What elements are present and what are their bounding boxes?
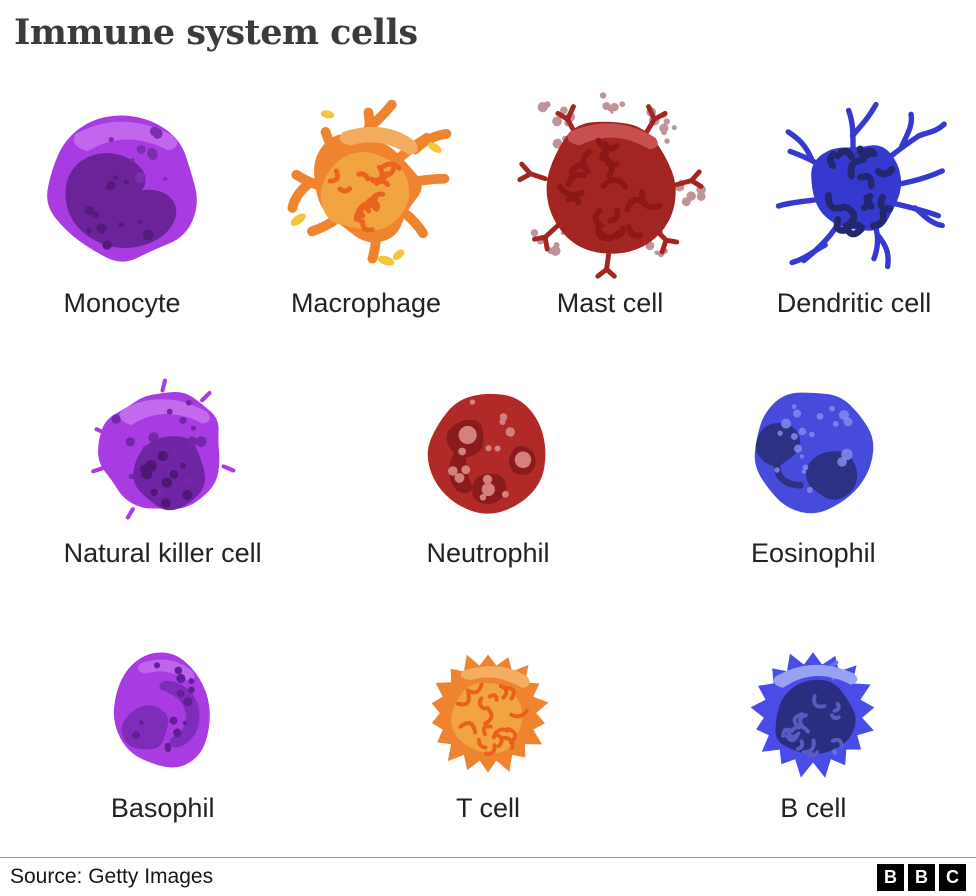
basophil-illustration xyxy=(113,652,210,768)
label-monocyte: Monocyte xyxy=(63,288,181,318)
mast-cell-illustration xyxy=(516,92,706,279)
cell-highlight xyxy=(774,664,858,688)
cell-highlight xyxy=(460,666,530,688)
bbc-logo-letter-2: B xyxy=(908,863,935,891)
b-cell-illustration xyxy=(750,652,875,778)
cell-macrophage: Macrophage xyxy=(244,89,488,319)
cell-highlight xyxy=(567,123,658,150)
cell-nucleus xyxy=(64,153,176,249)
dendritic-cell-illustration xyxy=(775,101,947,270)
source-caption: Source: Getty Images xyxy=(10,865,214,888)
label-macrophage: Macrophage xyxy=(290,288,442,318)
nucleus-lobe-right xyxy=(159,680,200,748)
granule-dots xyxy=(108,126,167,183)
label-neutrophil: Neutrophil xyxy=(426,538,550,568)
squiggles xyxy=(556,137,662,242)
cell-dendritic: Dendritic cell xyxy=(732,89,976,319)
cell-b-cell: B cell xyxy=(651,631,976,824)
cell-row-2: Natural killer cell Neutrophil xyxy=(0,369,976,569)
cell-highlight xyxy=(339,126,418,155)
light-granules xyxy=(774,404,853,493)
monocyte-illustration xyxy=(46,115,197,262)
page-title: Immune system cells xyxy=(14,12,418,53)
squiggles xyxy=(824,145,895,238)
label-natural-killer-cell: Natural killer cell xyxy=(63,538,262,568)
cell-row-3: Basophil T cell B cell xyxy=(0,631,976,824)
cell-natural-killer: Natural killer cell xyxy=(0,369,325,569)
neutrophil-illustration xyxy=(428,393,546,514)
pink-granules-small xyxy=(448,399,516,501)
nucleus-lobe-left xyxy=(755,422,800,467)
squiggles xyxy=(455,682,529,756)
cell-monocyte: Monocyte xyxy=(0,89,244,319)
nucleus-squiggles xyxy=(781,694,844,759)
cell-eosinophil: Eosinophil xyxy=(651,369,976,569)
granule-dots xyxy=(84,175,154,250)
footer: Source: Getty Images B B C xyxy=(0,857,976,896)
cell-body xyxy=(546,121,676,254)
granule-dots xyxy=(131,662,195,752)
eosinophil-illustration xyxy=(754,392,874,514)
cell-highlight xyxy=(119,399,210,426)
label-basophil: Basophil xyxy=(110,793,215,823)
bbc-logo: B B C xyxy=(877,863,966,891)
yellow-granules xyxy=(290,110,442,266)
cell-row-1: Monocyte xyxy=(0,89,976,319)
label-b-cell: B cell xyxy=(780,793,847,823)
nucleus-band xyxy=(773,458,804,489)
branch-projections xyxy=(516,104,704,279)
bbc-logo-letter-3: C xyxy=(939,863,966,891)
natural-killer-cell-illustration xyxy=(91,378,236,520)
bbc-logo-letter-1: B xyxy=(877,863,904,891)
cell-basophil: Basophil xyxy=(0,631,325,824)
pink-granules xyxy=(454,425,532,497)
squiggles xyxy=(327,161,401,233)
cell-mast: Mast cell xyxy=(488,89,732,319)
t-cell-illustration xyxy=(431,654,549,773)
granule-dots xyxy=(139,450,193,508)
label-t-cell: T cell xyxy=(455,793,520,823)
spike-nubs xyxy=(91,378,236,520)
label-eosinophil: Eosinophil xyxy=(751,538,876,568)
cell-neutrophil: Neutrophil xyxy=(325,369,650,569)
label-dendritic-cell: Dendritic cell xyxy=(776,288,932,318)
label-mast-cell: Mast cell xyxy=(556,288,664,318)
macrophage-illustration xyxy=(287,99,451,266)
cell-t-cell: T cell xyxy=(325,631,650,824)
